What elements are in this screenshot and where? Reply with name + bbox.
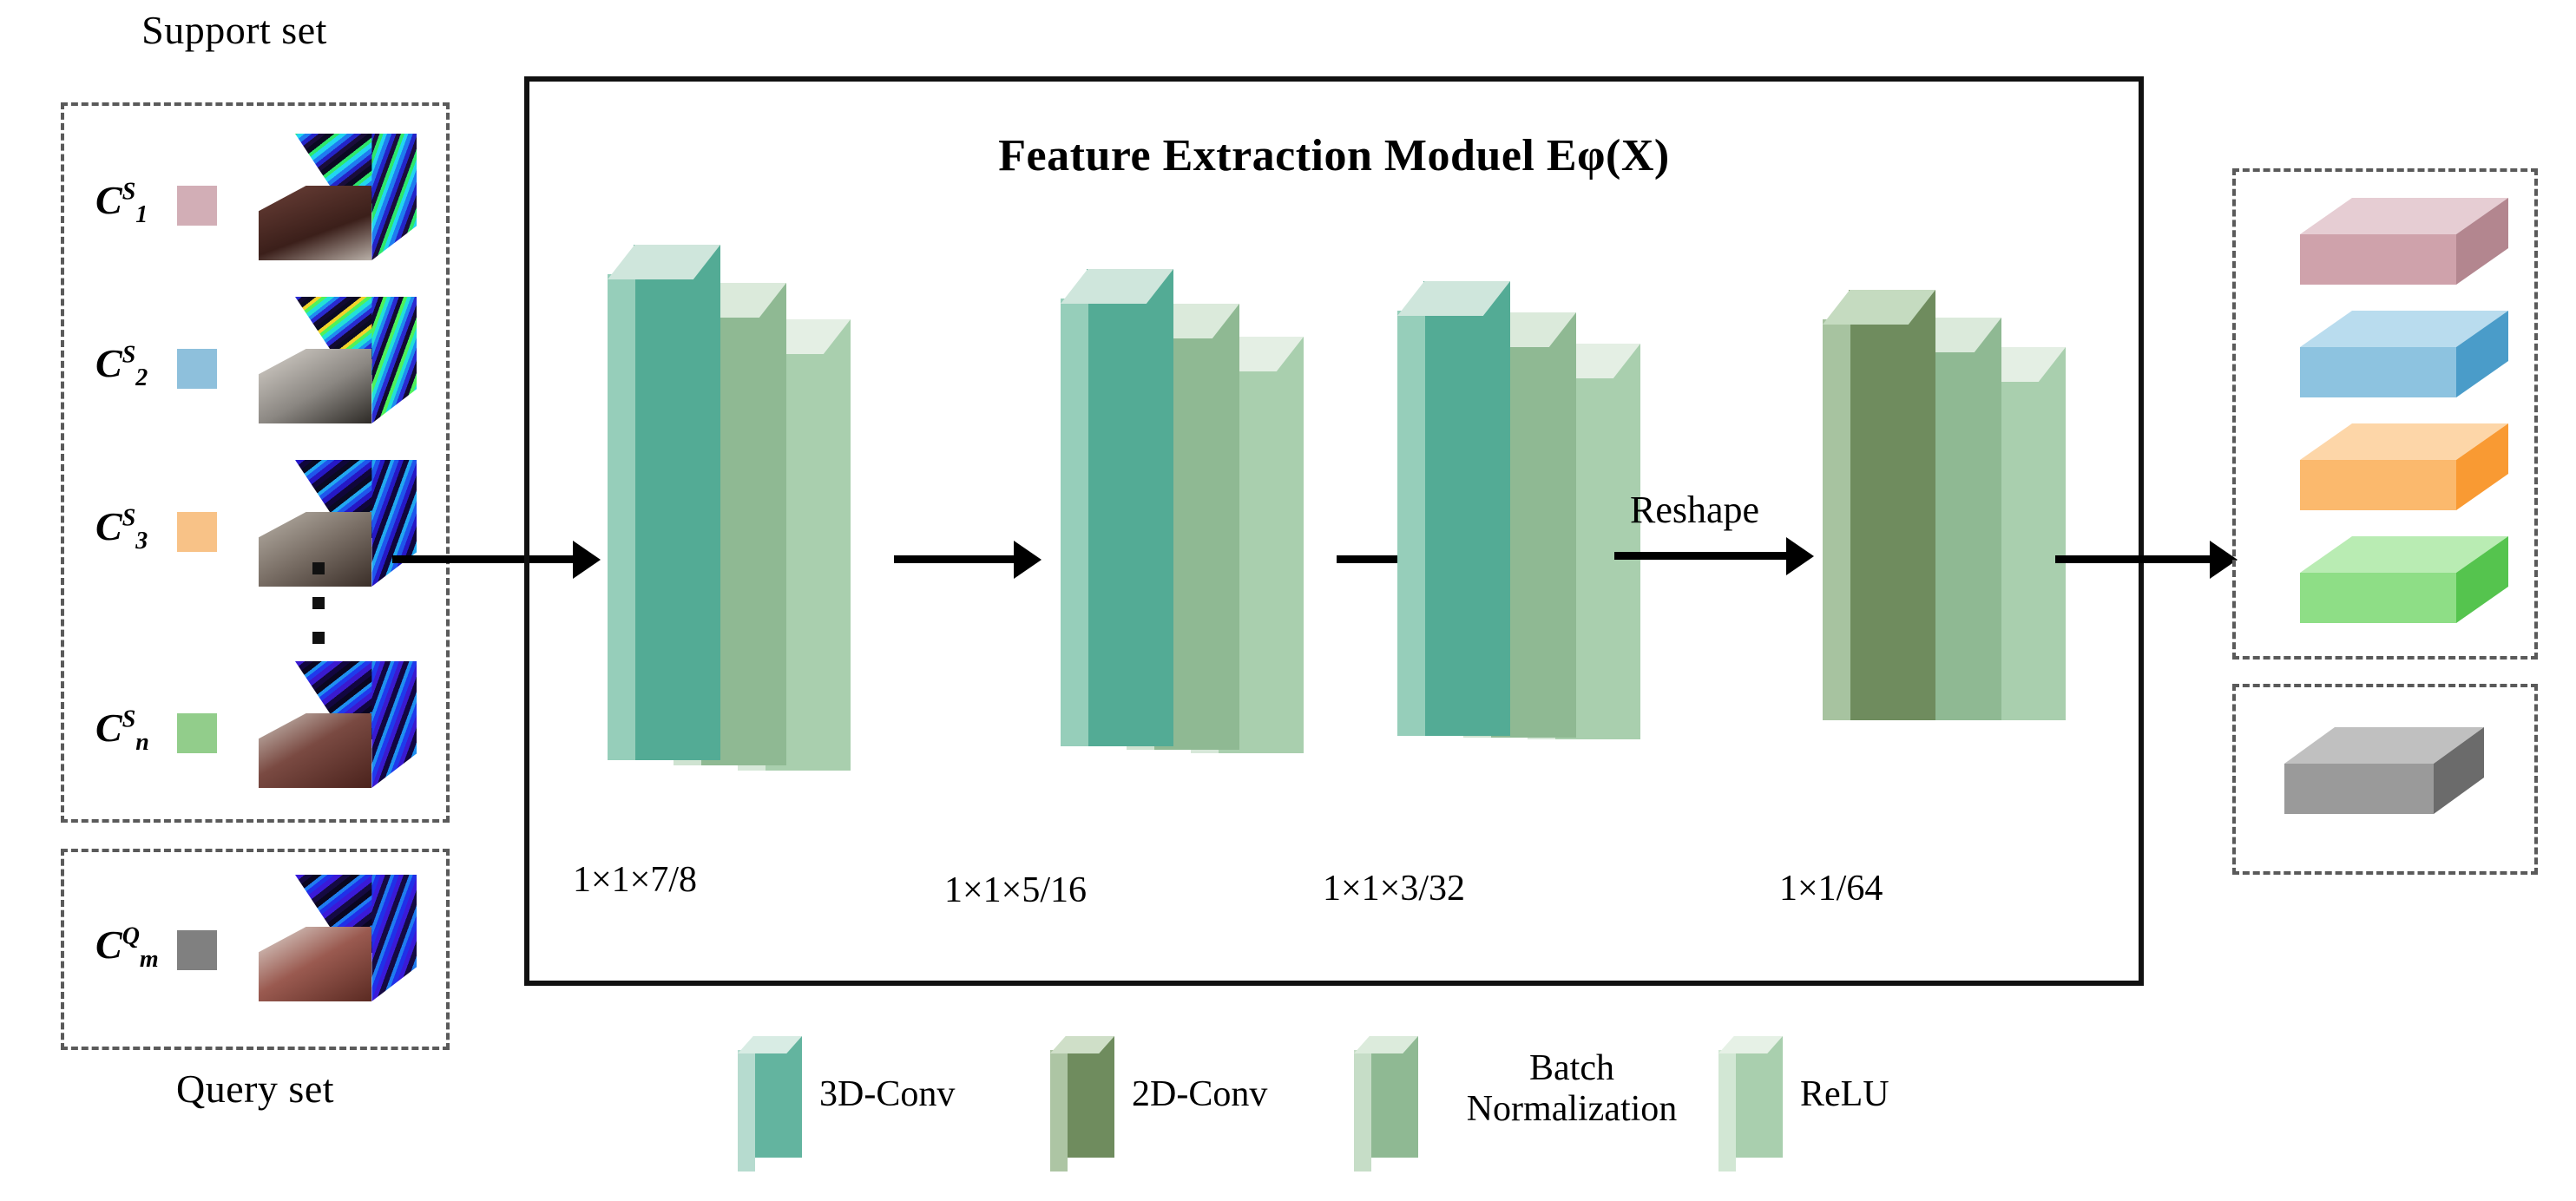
conv-block-4-kernel-label: 1×1/64 (1779, 869, 1883, 909)
legend-label-batch-normalization: Batch Normalization (1466, 1048, 1678, 1130)
conv-block-3-kernel-label: 1×1×3/32 (1323, 869, 1466, 909)
legend-item-3d-conv: 3D-Conv (729, 1033, 1042, 1180)
support-item-2: CS2 (75, 295, 439, 443)
legend-item-2d-conv: 2D-Conv (1042, 1033, 1354, 1180)
support-item-1: CS1 (75, 132, 439, 279)
legend-swatch-batch-normalization (1354, 1036, 1418, 1171)
query-set-title: Query set (175, 1066, 335, 1111)
arrow-block1-to-block2 (894, 555, 1015, 563)
support-item-1-cube (240, 134, 417, 264)
support-item-1-label: CS1 (95, 178, 148, 229)
conv-block-2 (1052, 257, 1338, 830)
module-title: Feature Extraction Moduel Eφ(X) (998, 131, 1670, 180)
support-item-n-label: CSn (95, 706, 149, 757)
query-output-box (2232, 684, 2538, 875)
support-item-n-swatch (177, 713, 217, 753)
feature-extraction-module-box (524, 76, 2144, 986)
support-item-2-swatch (177, 349, 217, 389)
arrow-reshape-to-block4 (1614, 552, 1788, 560)
support-item-2-cube (240, 297, 417, 427)
legend-swatch-2d-conv (1050, 1036, 1114, 1171)
conv-block-1 (599, 233, 885, 840)
query-item-cube (240, 875, 417, 1005)
support-set-box (61, 102, 450, 823)
conv-block-4 (1814, 278, 2100, 816)
legend-item-relu: ReLU (1710, 1033, 2022, 1180)
output-query-embedding (2284, 727, 2484, 814)
support-item-3-cube (240, 460, 417, 590)
output-prototype-4 (2300, 536, 2508, 623)
legend: 3D-Conv 2D-Conv Batch Normalization ReLU (729, 1033, 2118, 1189)
support-item-1-swatch (177, 186, 217, 226)
output-arrow (2055, 555, 2211, 563)
query-item-label: CQm (95, 922, 159, 974)
support-ellipsis (312, 562, 325, 666)
output-prototype-3 (2300, 423, 2508, 510)
block2-conv3d-slab (1061, 269, 1173, 746)
block1-conv3d-slab (608, 245, 720, 760)
conv-block-2-kernel-label: 1×1×5/16 (944, 870, 1088, 910)
support-item-n: CSn (75, 660, 439, 807)
support-item-3: CS3 (75, 458, 439, 606)
legend-swatch-relu (1718, 1036, 1783, 1171)
legend-item-batch-normalization: Batch Normalization (1345, 1033, 1710, 1180)
query-item: CQm (75, 868, 439, 1024)
support-item-n-cube (240, 661, 417, 791)
output-prototype-2 (2300, 311, 2508, 397)
input-arrow (392, 555, 575, 563)
legend-label-2d-conv: 2D-Conv (1132, 1074, 1268, 1114)
conv-block-1-kernel-label: 1×1×7/8 (573, 860, 698, 900)
support-item-3-label: CS3 (95, 504, 148, 555)
block3-conv3d-slab (1397, 281, 1510, 736)
conv-block-3 (1389, 269, 1675, 824)
reshape-label: Reshape (1630, 489, 1760, 531)
output-prototype-1 (2300, 198, 2508, 285)
query-item-swatch (177, 930, 217, 970)
block4-conv2d-slab (1823, 290, 1935, 720)
query-set-box (61, 849, 450, 1050)
support-item-2-label: CS2 (95, 341, 148, 392)
support-set-title: Support set (141, 8, 327, 52)
support-item-3-swatch (177, 512, 217, 552)
legend-swatch-3d-conv (738, 1036, 802, 1171)
prototype-output-box (2232, 168, 2538, 660)
legend-label-3d-conv: 3D-Conv (819, 1074, 956, 1114)
legend-label-relu: ReLU (1800, 1074, 1889, 1114)
